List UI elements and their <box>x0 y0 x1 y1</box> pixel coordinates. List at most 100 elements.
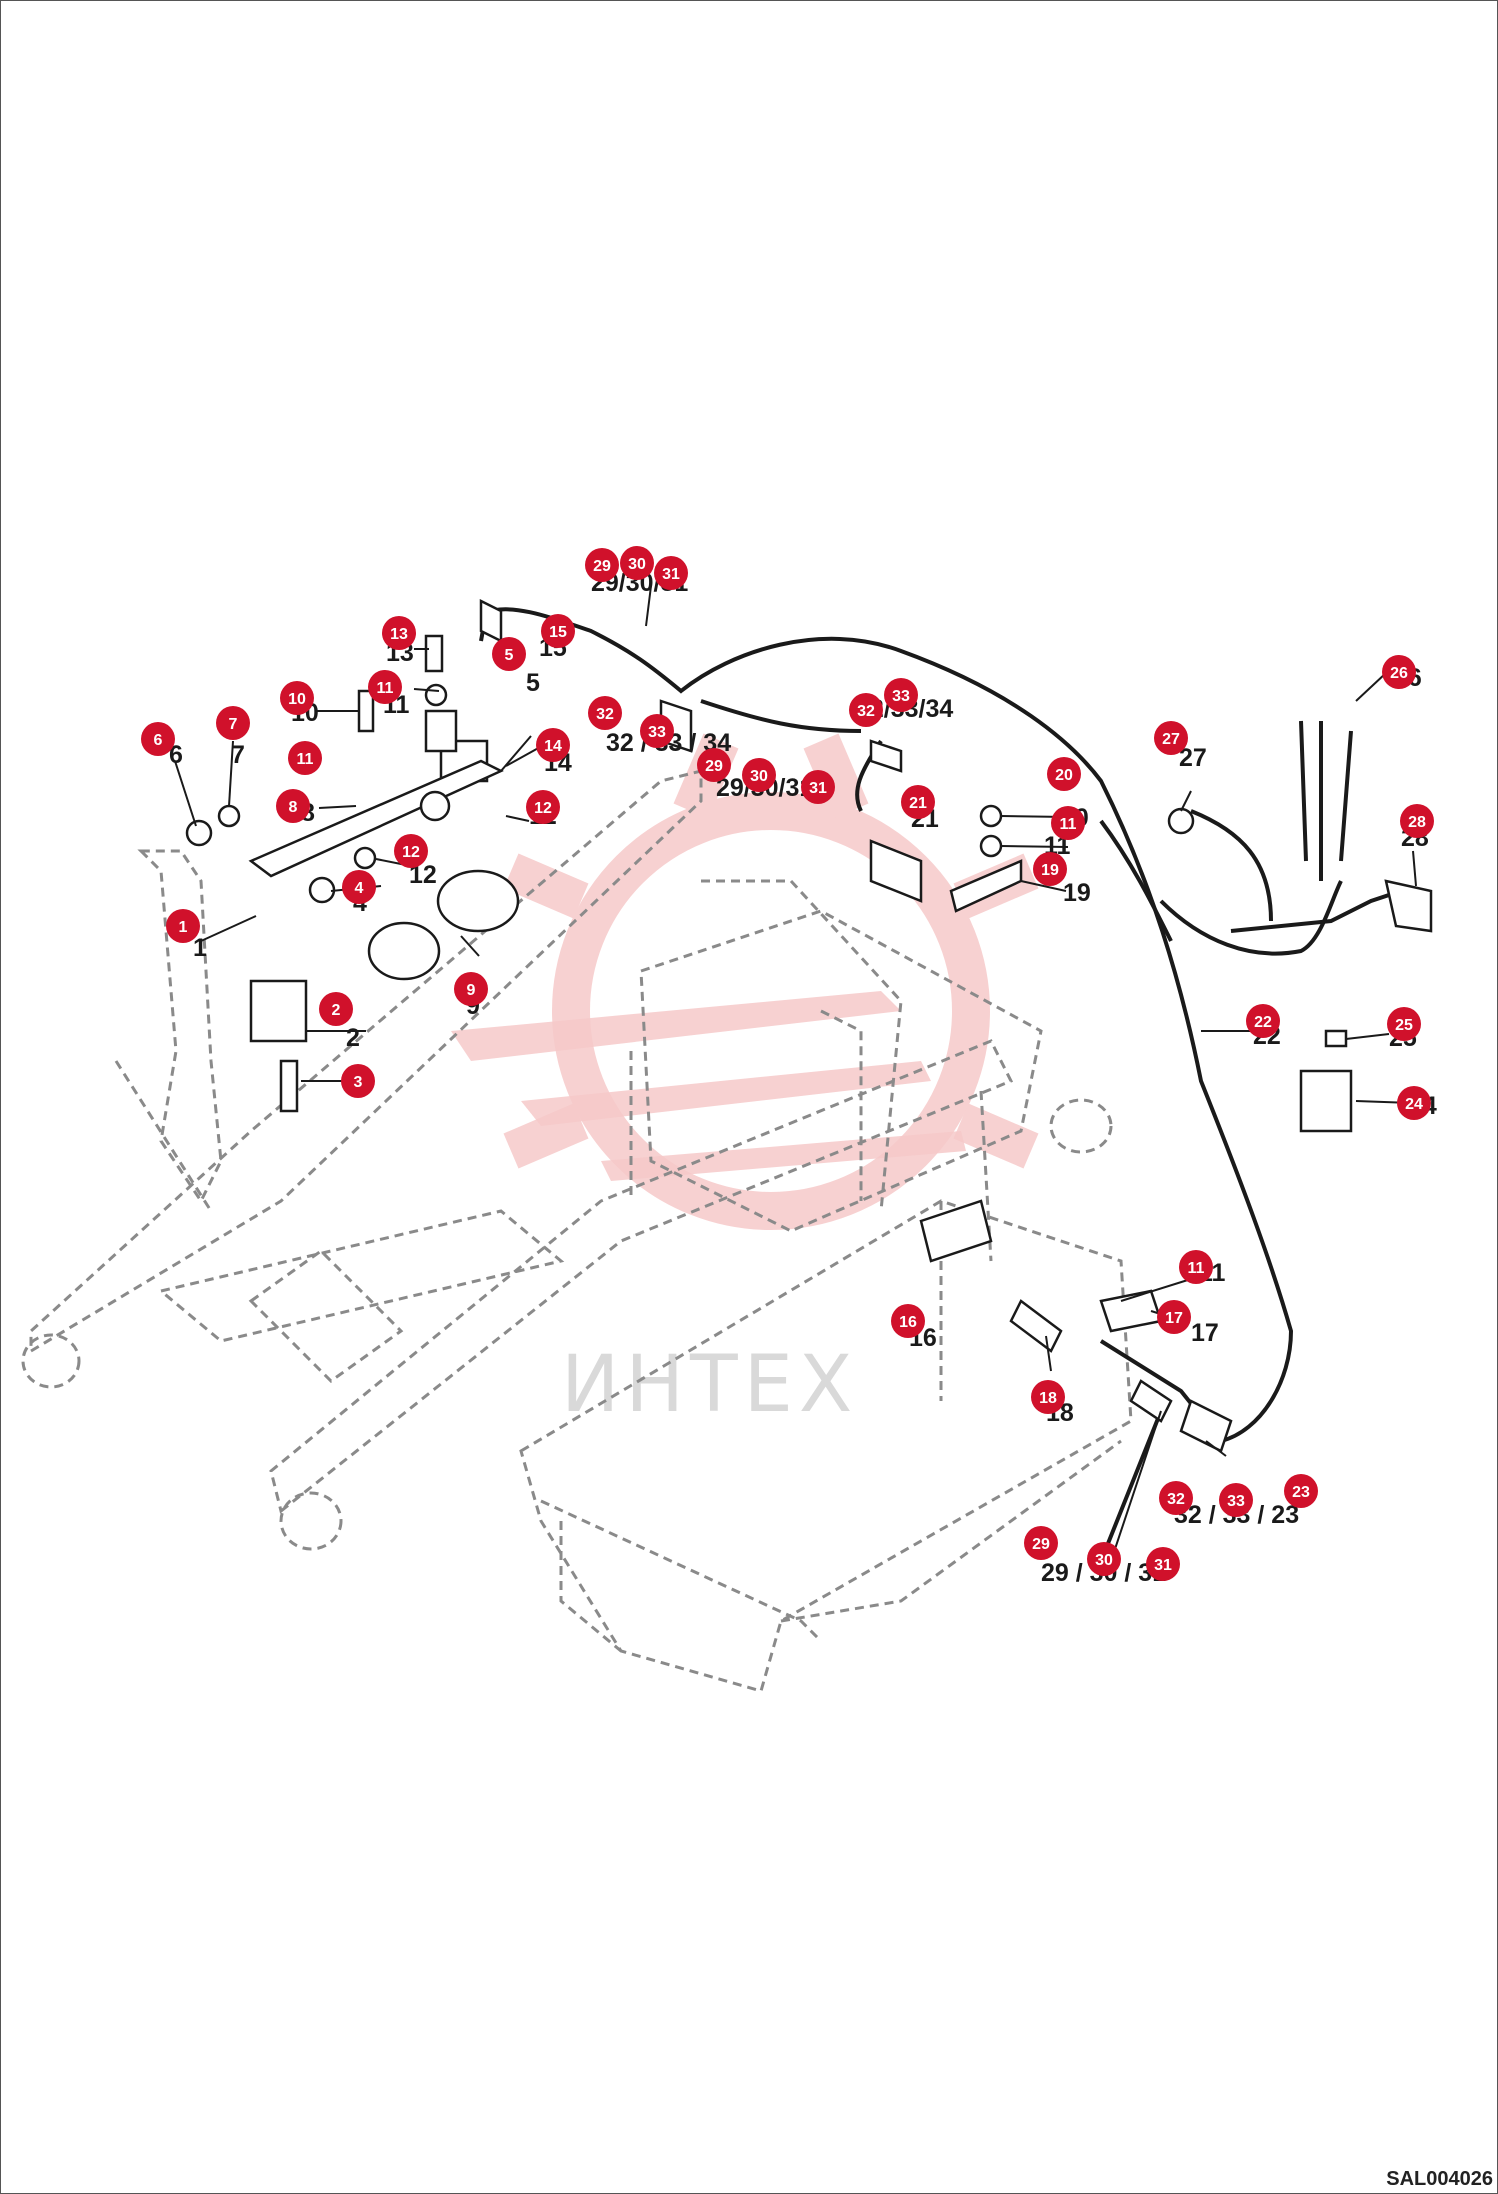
badge[interactable]: 18 <box>1031 1380 1065 1414</box>
badge[interactable]: 12 <box>394 834 428 868</box>
badge[interactable]: 6 <box>141 722 175 756</box>
badge[interactable]: 17 <box>1157 1300 1191 1334</box>
part-label: 19 <box>1063 879 1091 907</box>
badge[interactable]: 25 <box>1387 1007 1421 1041</box>
svg-text:24: 24 <box>1405 1096 1423 1113</box>
svg-text:31: 31 <box>662 566 680 583</box>
badge[interactable]: 33 <box>884 678 918 712</box>
nut-part-4 <box>308 876 336 904</box>
badge[interactable]: 2 <box>319 992 353 1026</box>
svg-text:31: 31 <box>809 780 827 797</box>
badge[interactable]: 29 <box>585 548 619 582</box>
badge[interactable]: 13 <box>382 616 416 650</box>
svg-text:7: 7 <box>229 716 238 733</box>
svg-text:18: 18 <box>1039 1390 1057 1407</box>
svg-text:11: 11 <box>1188 1260 1205 1277</box>
badge[interactable]: 15 <box>541 614 575 648</box>
badge[interactable]: 32 <box>1159 1481 1193 1515</box>
svg-text:27: 27 <box>1162 731 1180 748</box>
part-label: 1 <box>193 934 207 962</box>
svg-text:30: 30 <box>750 768 768 785</box>
badge[interactable]: 11 <box>288 741 322 775</box>
sensor-part-18 <box>1009 1299 1063 1353</box>
connector-part-28 <box>1384 879 1433 933</box>
svg-text:3: 3 <box>354 1074 363 1091</box>
part-label: 17 <box>1191 1319 1219 1347</box>
badge[interactable]: 5 <box>492 637 526 671</box>
svg-text:32: 32 <box>1167 1491 1185 1508</box>
badge[interactable]: 30 <box>742 758 776 792</box>
badge[interactable]: 30 <box>620 546 654 580</box>
washer-part-7 <box>217 804 241 828</box>
bolt-part-20 <box>979 804 1003 828</box>
badge[interactable]: 27 <box>1154 721 1188 755</box>
svg-text:8: 8 <box>289 799 298 816</box>
badge[interactable]: 11 <box>1051 806 1085 840</box>
badge[interactable]: 29 <box>1024 1526 1058 1560</box>
badge[interactable]: 30 <box>1087 1542 1121 1576</box>
badge[interactable]: 9 <box>454 972 488 1006</box>
bolt-part-10 <box>357 689 375 733</box>
block-part-2 <box>249 979 308 1043</box>
badge[interactable]: 33 <box>640 714 674 748</box>
connector-part-31c <box>1129 1379 1173 1423</box>
svg-text:29: 29 <box>593 558 611 575</box>
badge[interactable]: 24 <box>1397 1086 1431 1120</box>
watermark-swoosh <box>451 991 966 1181</box>
badge[interactable]: 31 <box>654 556 688 590</box>
badge[interactable]: 29 <box>697 748 731 782</box>
badge[interactable]: 7 <box>216 706 250 740</box>
relay-part-24 <box>1299 1069 1353 1133</box>
badge[interactable]: 21 <box>901 785 935 819</box>
hardware-parts <box>185 598 1433 1453</box>
svg-text:33: 33 <box>892 688 910 705</box>
badge[interactable]: 33 <box>1219 1483 1253 1517</box>
switch-part-21 <box>869 839 923 903</box>
bolt-part-13 <box>424 634 444 673</box>
badge[interactable]: 28 <box>1400 804 1434 838</box>
badge[interactable]: 20 <box>1047 757 1081 791</box>
svg-text:33: 33 <box>648 724 666 741</box>
svg-text:28: 28 <box>1408 814 1426 831</box>
badge[interactable]: 3 <box>341 1064 375 1098</box>
svg-text:20: 20 <box>1055 767 1073 784</box>
badge[interactable]: 22 <box>1246 1004 1280 1038</box>
svg-text:13: 13 <box>390 626 408 643</box>
washer-part-12b <box>353 846 377 870</box>
badge[interactable]: 32 <box>849 693 883 727</box>
svg-text:17: 17 <box>1165 1310 1183 1327</box>
svg-text:33: 33 <box>1227 1493 1245 1510</box>
washer-part-12a <box>419 790 451 822</box>
badge[interactable]: 31 <box>1146 1547 1180 1581</box>
clamp-part-9b <box>367 921 441 981</box>
svg-text:12: 12 <box>534 800 552 817</box>
svg-text:11: 11 <box>377 680 394 697</box>
svg-text:22: 22 <box>1254 1014 1272 1031</box>
bracket-part-16 <box>919 1199 993 1263</box>
svg-text:26: 26 <box>1390 665 1408 682</box>
badge[interactable]: 11 <box>368 670 402 704</box>
clip-part-25 <box>1324 1029 1348 1048</box>
svg-text:32: 32 <box>857 703 875 720</box>
badge[interactable]: 10 <box>280 681 314 715</box>
badge[interactable]: 4 <box>342 870 376 904</box>
badge[interactable]: 26 <box>1382 655 1416 689</box>
badge[interactable]: 1 <box>166 909 200 943</box>
badge[interactable]: 23 <box>1284 1474 1318 1508</box>
badge[interactable]: 16 <box>891 1304 925 1338</box>
svg-text:25: 25 <box>1395 1017 1413 1034</box>
svg-text:31: 31 <box>1154 1557 1172 1574</box>
badge[interactable]: 14 <box>536 728 570 762</box>
badge[interactable]: 11 <box>1179 1250 1213 1284</box>
badge[interactable]: 31 <box>801 770 835 804</box>
svg-text:29: 29 <box>705 758 723 775</box>
svg-text:32: 32 <box>596 706 614 723</box>
badge[interactable]: 32 <box>588 696 622 730</box>
washer-part-11 <box>424 683 448 707</box>
svg-text:30: 30 <box>628 556 646 573</box>
badge[interactable]: 19 <box>1033 852 1067 886</box>
badge[interactable]: 8 <box>276 789 310 823</box>
badge[interactable]: 12 <box>526 790 560 824</box>
